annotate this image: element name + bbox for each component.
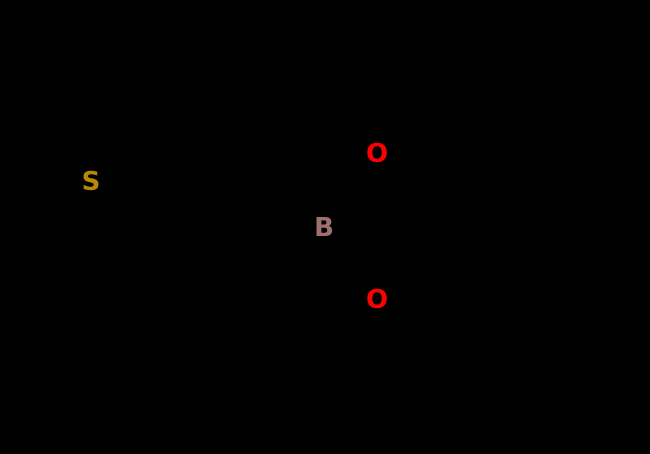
atom-sulfur: S [82,167,101,197]
atom-oxygen-top: O [366,139,388,169]
atom-oxygen-bottom: O [366,285,388,315]
atom-boron: B [314,213,334,243]
